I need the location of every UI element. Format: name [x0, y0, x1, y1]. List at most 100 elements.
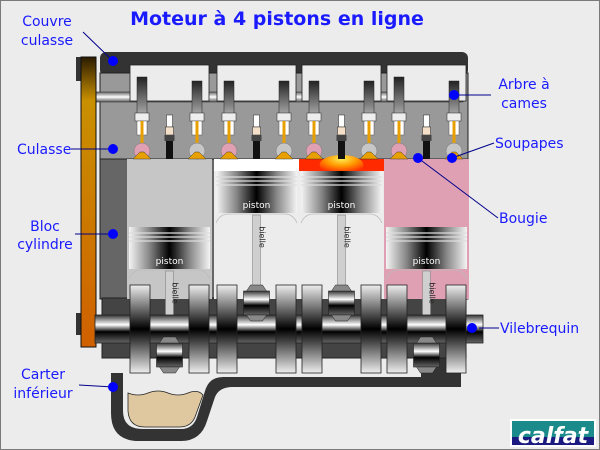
piston-body [216, 171, 297, 213]
spark-plug-insulator [253, 114, 260, 128]
rod-cap [331, 284, 352, 292]
piston-skirt [215, 213, 298, 224]
valve-stem [452, 121, 456, 151]
spark-plug-tip [166, 141, 173, 159]
crank-pin [328, 290, 355, 316]
piston: piston [128, 227, 211, 280]
crank-web [360, 284, 382, 374]
rocker [363, 80, 375, 116]
piston-label: piston [156, 257, 184, 267]
spark-plug-hex [251, 135, 262, 141]
piston: piston [385, 227, 468, 280]
valve-cap [189, 112, 205, 122]
bielle-label: bielle [258, 226, 267, 248]
valve-cap [221, 112, 237, 122]
valve-stem [195, 121, 199, 151]
rod-cap [331, 314, 352, 322]
spark-plug-body [337, 126, 346, 136]
spark-plug-insulator [423, 114, 430, 128]
valve-head [359, 151, 379, 160]
crank-web [275, 284, 297, 374]
label-culasse: Culasse [17, 142, 71, 158]
spark-plug-hex [164, 135, 175, 141]
rod-cap [246, 314, 267, 322]
valve-head [274, 151, 294, 160]
valve-stem [367, 121, 371, 151]
marker-bougie [413, 153, 423, 163]
valve-cap [391, 112, 407, 122]
marker-vilebrequin [467, 323, 477, 333]
spark-plug-body [422, 126, 431, 136]
spark-plug-hex [336, 135, 347, 141]
piston-body [301, 171, 382, 213]
calfat-logo: calfat [510, 419, 596, 449]
spark-plug-tip [338, 141, 345, 159]
valve-head [304, 151, 324, 160]
rocker [136, 76, 148, 116]
valve-stem [140, 121, 144, 151]
marker-arbre-a-cames [449, 90, 459, 100]
rocker [393, 76, 405, 116]
piston-body [129, 227, 210, 269]
rocker [308, 80, 320, 116]
oil [127, 390, 204, 428]
valve-cap [446, 112, 462, 122]
label-bloc-1: Bloc [30, 219, 60, 235]
label-arbre-1: Arbre à [498, 77, 549, 93]
bielle-label: bielle [171, 282, 180, 304]
label-bloc-2: cylindre [17, 237, 73, 253]
label-arbre-2: cames [501, 96, 547, 112]
crank-web [188, 284, 210, 374]
flame [319, 155, 364, 175]
valve-cap [276, 112, 292, 122]
crank-web [386, 284, 408, 374]
piston: piston [300, 171, 383, 224]
valve-stem [397, 121, 401, 151]
marker-carter [108, 382, 118, 392]
piston-label: piston [243, 201, 271, 211]
rod-cap [416, 336, 437, 344]
valve-stem [227, 121, 231, 151]
valve-cap [134, 112, 150, 122]
rod-cap [159, 336, 180, 344]
rocker [191, 80, 203, 116]
piston: piston [215, 171, 298, 224]
spark-plug-body [252, 126, 261, 136]
spark-plug-tip [253, 141, 260, 159]
rod-cap [159, 366, 180, 374]
piston-skirt [128, 269, 211, 280]
valve-head [187, 151, 207, 160]
crank-pin [156, 342, 183, 368]
rod-cap [416, 366, 437, 374]
valve-stem [312, 121, 316, 151]
rocker [223, 80, 235, 116]
label-couvre-culasse-1: Couvre [22, 14, 72, 30]
piston-body [386, 227, 467, 269]
label-vilebrequin: Vilebrequin [500, 321, 579, 337]
rocker [278, 80, 290, 116]
crank-web [216, 284, 238, 374]
valve-cap [306, 112, 322, 122]
label-soupapes: Soupapes [495, 136, 564, 152]
spark-plug-body [165, 126, 174, 136]
valve-head [219, 151, 239, 160]
diagram-title: Moteur à 4 pistons en ligne [130, 8, 424, 30]
marker-culasse [108, 144, 118, 154]
rod-cap [246, 284, 267, 292]
spark-plug-tip [423, 141, 430, 159]
marker-bloc-cylindre [108, 229, 118, 239]
crank-pin [413, 342, 440, 368]
crank-pin [243, 290, 270, 316]
cylinder-4: piston bielle [384, 64, 469, 342]
bielle-label: bielle [428, 282, 437, 304]
valve-head [389, 151, 409, 160]
label-carter-2: inférieur [13, 386, 72, 402]
crank-web [129, 284, 151, 374]
crank-web [445, 284, 467, 374]
valve-head [132, 151, 152, 160]
annotations [71, 31, 499, 388]
logo-text: calfat [518, 424, 590, 449]
